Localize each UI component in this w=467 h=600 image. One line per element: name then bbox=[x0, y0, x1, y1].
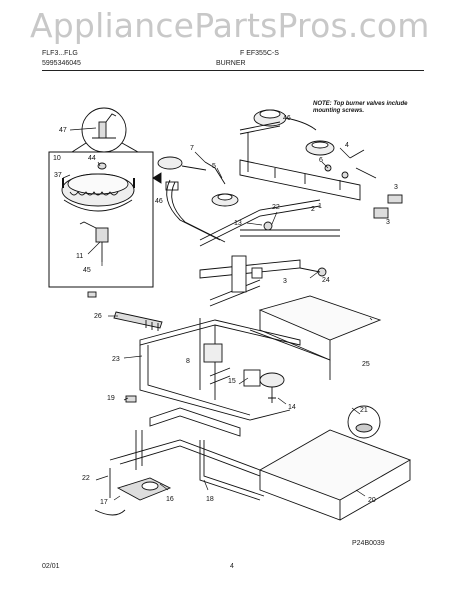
callout-19: 19 bbox=[107, 395, 115, 402]
callout-4: 4 bbox=[345, 142, 349, 149]
callout-3a: 3 bbox=[394, 184, 398, 191]
oven-valve bbox=[94, 468, 172, 516]
callout-18: 18 bbox=[206, 496, 214, 503]
callout-17: 17 bbox=[100, 499, 108, 506]
orifice-19 bbox=[125, 395, 137, 403]
heat-shield-upper bbox=[258, 295, 382, 361]
callout-2: 2 bbox=[311, 206, 315, 213]
callout-21: 21 bbox=[360, 407, 368, 414]
callout-45: 45 bbox=[83, 267, 91, 274]
callout-20: 20 bbox=[368, 497, 376, 504]
burner-cap bbox=[347, 405, 381, 439]
callout-7: 7 bbox=[190, 145, 194, 152]
burner-bracket bbox=[139, 318, 331, 421]
callout-26: 26 bbox=[94, 313, 102, 320]
callout-22-bottom: 22 bbox=[82, 475, 90, 482]
burner-tubing bbox=[166, 179, 340, 277]
model-left: FLF3...FLG bbox=[42, 50, 78, 57]
footer-date: 02/01 bbox=[42, 563, 60, 570]
footer-page: 4 bbox=[230, 563, 234, 570]
callout-23: 23 bbox=[112, 356, 120, 363]
model-right: F EF355C-S bbox=[240, 50, 279, 57]
callout-10: 10 bbox=[53, 155, 61, 162]
main-gas-tube bbox=[199, 255, 301, 307]
top-burner-front bbox=[157, 156, 239, 207]
callout-labels: 47 10 44 37 46 11 45 7 5 46 13 22 6 4 3 … bbox=[53, 115, 398, 506]
ignition-module bbox=[203, 343, 223, 363]
orifice-small bbox=[87, 291, 97, 298]
callout-13: 13 bbox=[234, 220, 242, 227]
callout-14: 14 bbox=[288, 404, 296, 411]
callout-25: 25 bbox=[362, 361, 370, 368]
header-rule bbox=[42, 70, 424, 71]
callout-1: 1 bbox=[318, 203, 322, 210]
callout-46-left: 46 bbox=[155, 198, 163, 205]
callout-6: 6 bbox=[319, 157, 323, 164]
screw-tab-3a bbox=[373, 207, 389, 219]
ignition-bar bbox=[113, 311, 163, 331]
callout-46-right: 46 bbox=[283, 115, 291, 122]
callout-5: 5 bbox=[212, 163, 216, 170]
callout-11: 11 bbox=[76, 253, 83, 260]
callout-3b: 3 bbox=[386, 219, 390, 226]
burner-detail-inset bbox=[48, 107, 162, 288]
callout-3c: 3 bbox=[283, 278, 287, 285]
leader-lines bbox=[62, 127, 373, 501]
note-text: NOTE: Top burner valves include mounting… bbox=[313, 101, 408, 114]
callout-47: 47 bbox=[59, 127, 67, 134]
callout-8: 8 bbox=[186, 358, 190, 365]
callout-15: 15 bbox=[228, 378, 236, 385]
diagram-code: P24B0039 bbox=[352, 540, 385, 547]
watermark-logo: AppliancePartsPros.com bbox=[30, 6, 430, 45]
callout-44: 44 bbox=[88, 155, 96, 162]
callout-22-top: 22 bbox=[272, 204, 280, 211]
gas-manifold bbox=[239, 149, 377, 201]
callout-37: 37 bbox=[54, 172, 62, 179]
screw-tab-3b bbox=[387, 194, 403, 204]
section-title: BURNER bbox=[216, 60, 246, 67]
callout-16: 16 bbox=[166, 496, 174, 503]
lower-gas-tube bbox=[109, 407, 265, 501]
callout-24: 24 bbox=[322, 277, 330, 284]
heat-shield-lower bbox=[258, 429, 412, 521]
top-burner-rear bbox=[239, 109, 335, 162]
part-number: 5995346045 bbox=[42, 60, 81, 67]
pressure-regulator bbox=[243, 369, 285, 403]
